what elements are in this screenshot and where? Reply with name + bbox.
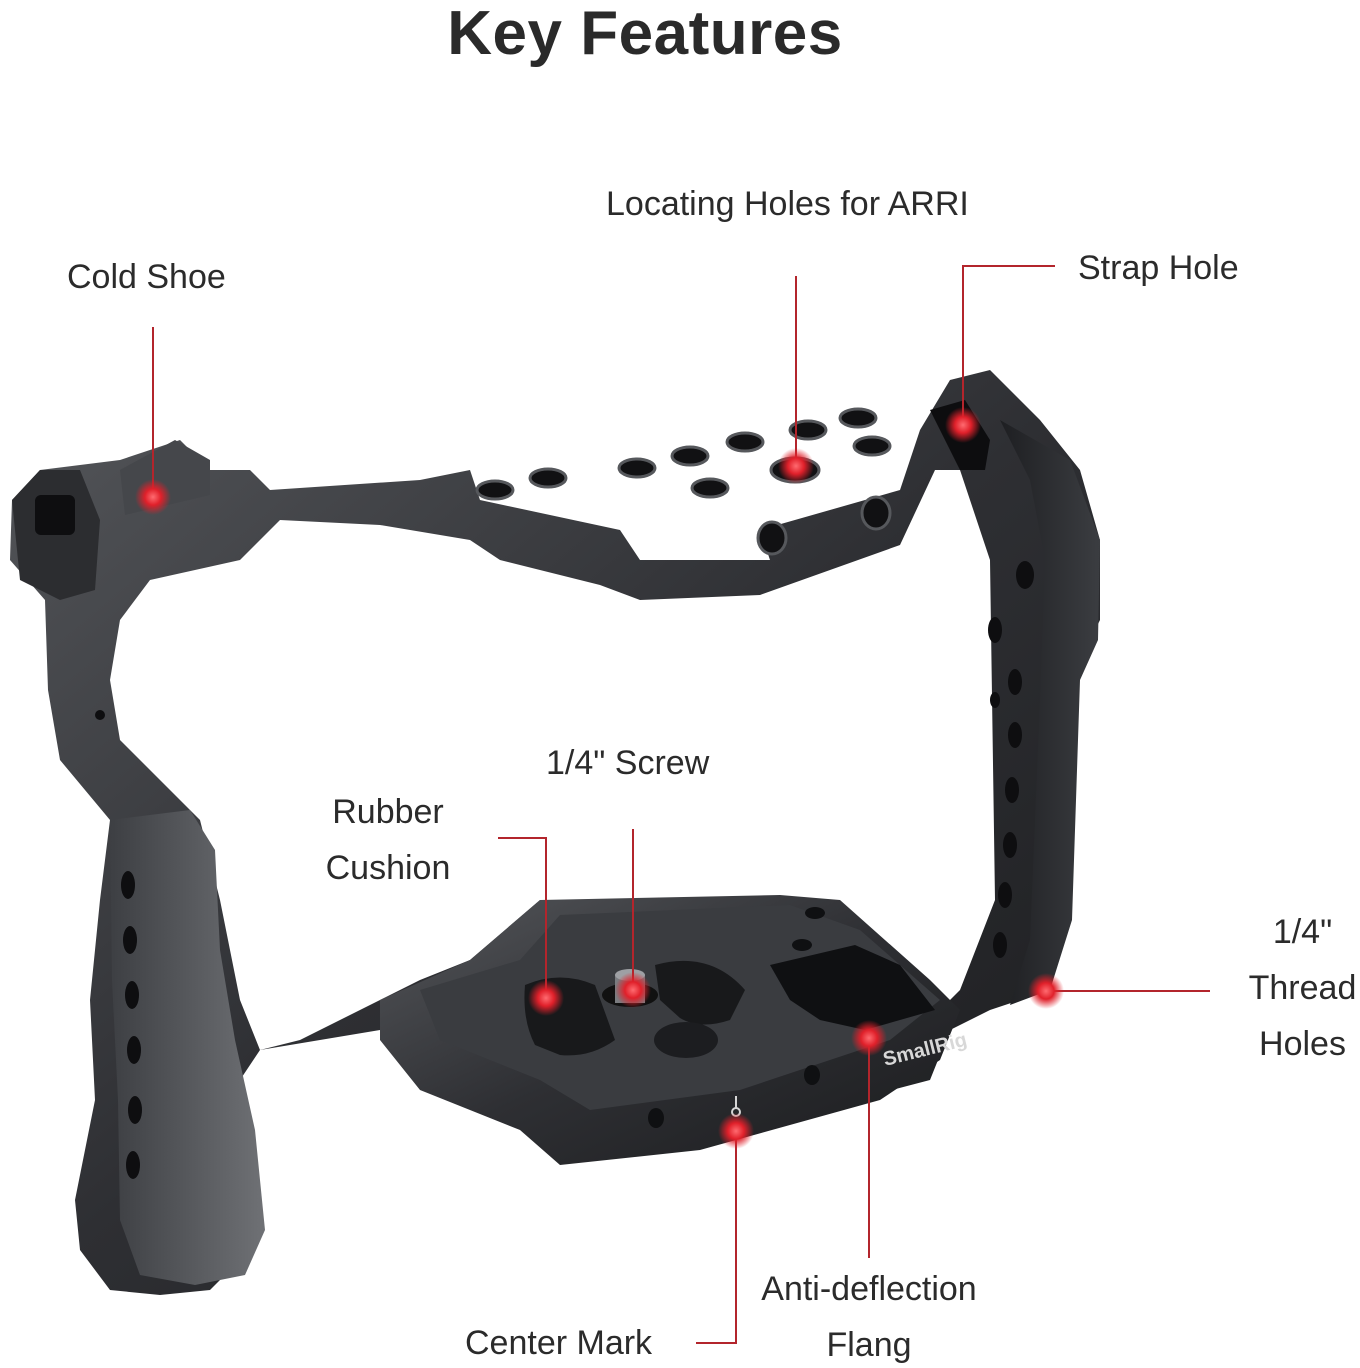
marker-cold-shoe <box>135 479 171 515</box>
label-screw: 1/4" Screw <box>546 744 710 782</box>
leader-center-mark <box>696 1131 737 1344</box>
marker-anti-deflection <box>851 1020 887 1056</box>
page-title: Key Features <box>447 0 843 68</box>
marker-center-mark <box>718 1113 754 1149</box>
marker-thread-holes <box>1028 973 1064 1009</box>
marker-locating-holes <box>778 448 814 484</box>
cage-frame <box>10 370 1100 1295</box>
grip-holes <box>95 710 142 1179</box>
plate-window <box>770 945 935 1030</box>
side-thread-holes <box>988 561 1034 958</box>
plate-round-boss <box>654 1022 718 1058</box>
label-thread-holes: 1/4" Thread Holes <box>1248 913 1357 1063</box>
marker-rubber-cushion <box>528 980 564 1016</box>
label-locating-holes: Locating Holes for ARRI <box>606 185 969 223</box>
label-cold-shoe: Cold Shoe <box>67 258 226 296</box>
label-strap-hole: Strap Hole <box>1078 249 1239 287</box>
label-center-mark: Center Mark <box>465 1324 653 1362</box>
leader-rubber-cushion <box>498 837 547 998</box>
label-rubber-cushion: Rubber Cushion <box>325 793 451 887</box>
marker-strap-hole <box>945 407 981 443</box>
label-anti-deflection: Anti-deflection Flang <box>761 1270 977 1364</box>
marker-screw <box>615 972 651 1008</box>
feature-markers <box>135 407 1064 1149</box>
leader-lines <box>152 265 1210 1344</box>
leader-strap-hole <box>962 265 1055 425</box>
